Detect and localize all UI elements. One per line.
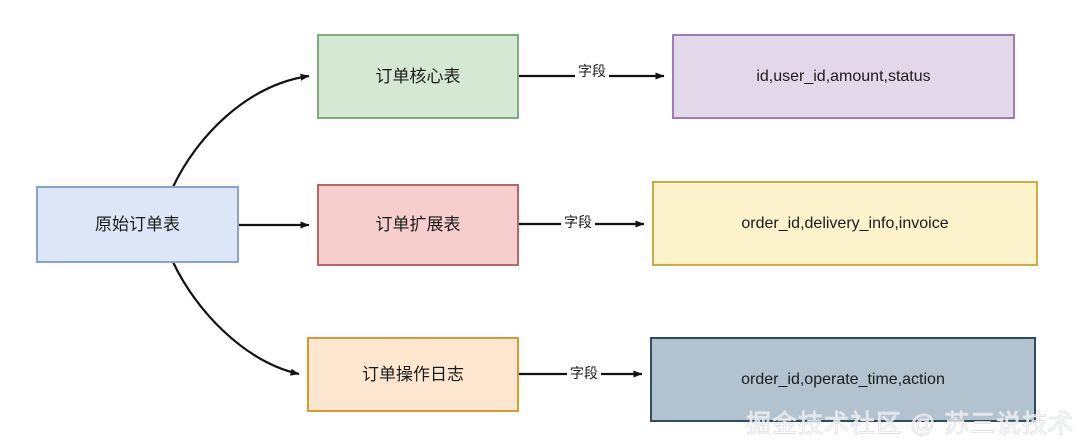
edge-label-log-fields: 字段 bbox=[567, 363, 601, 383]
node-extension-fields-label: order_id,delivery_info,invoice bbox=[741, 214, 949, 232]
edge-source-to-log bbox=[172, 261, 300, 376]
node-core-fields[interactable]: id,user_id,amount,status bbox=[672, 34, 1015, 119]
edge-source-to-core bbox=[172, 73, 310, 188]
node-order-operation-log[interactable]: 订单操作日志 bbox=[307, 337, 519, 412]
node-order-core-table[interactable]: 订单核心表 bbox=[317, 34, 519, 119]
node-order-extension-table[interactable]: 订单扩展表 bbox=[317, 184, 519, 266]
edge-label-core-fields: 字段 bbox=[575, 61, 609, 81]
node-source-order-table-label: 原始订单表 bbox=[95, 214, 180, 234]
node-extension-fields[interactable]: order_id,delivery_info,invoice bbox=[652, 181, 1038, 266]
node-log-fields[interactable]: order_id,operate_time,action bbox=[650, 337, 1036, 422]
node-order-extension-table-label: 订单扩展表 bbox=[375, 215, 461, 235]
node-core-fields-label: id,user_id,amount,status bbox=[756, 67, 931, 85]
edge-label-extension-fields: 字段 bbox=[561, 212, 595, 232]
node-source-order-table[interactable]: 原始订单表 bbox=[36, 186, 239, 263]
node-log-fields-label: order_id,operate_time,action bbox=[741, 370, 945, 388]
node-order-core-table-label: 订单核心表 bbox=[375, 66, 461, 86]
node-order-operation-log-label: 订单操作日志 bbox=[362, 364, 464, 384]
